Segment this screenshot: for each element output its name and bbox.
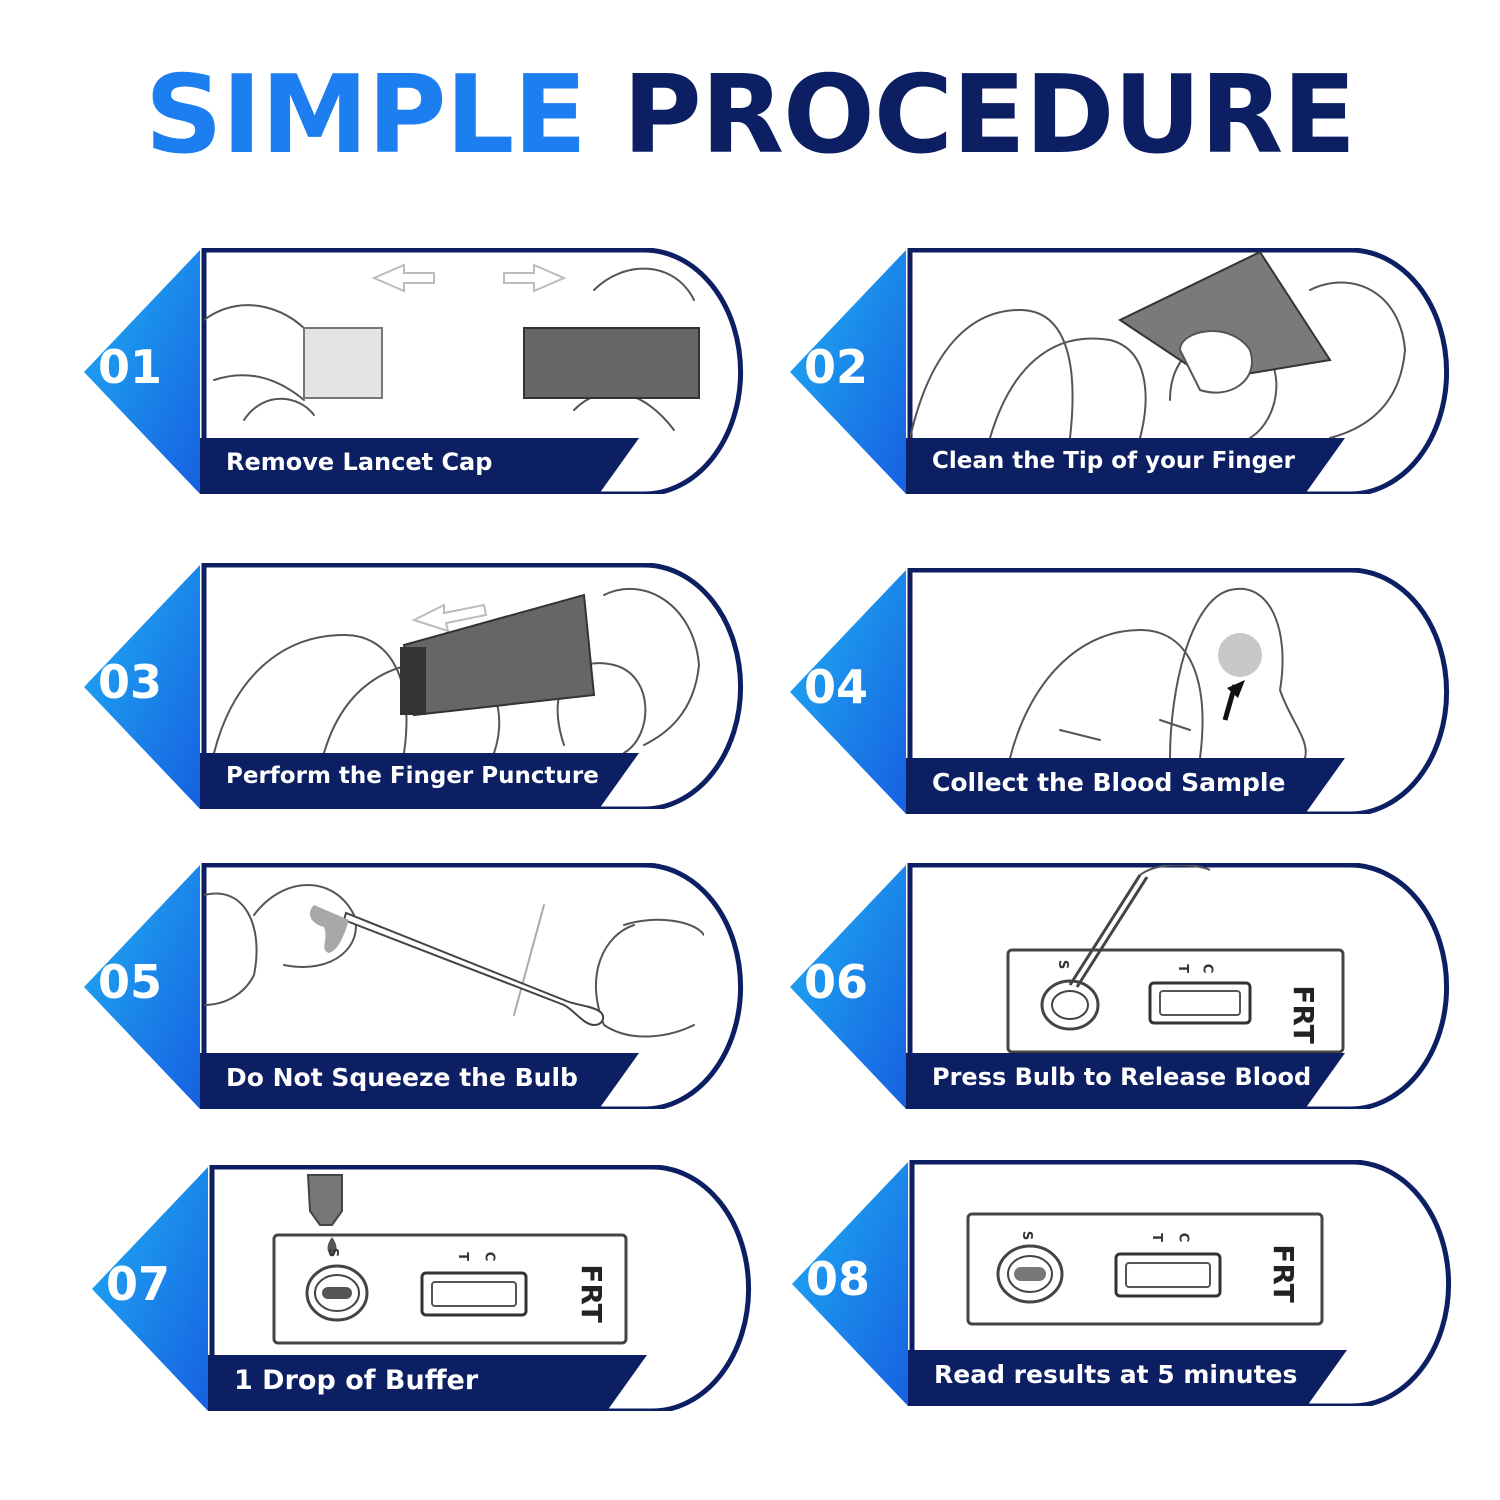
step-frame <box>84 863 744 1109</box>
step-number: 07 <box>105 1257 170 1311</box>
clean-finger-illustration <box>910 250 1407 438</box>
step-frame <box>84 248 744 494</box>
control-mark: C <box>1199 963 1215 974</box>
step-label: 1 Drop of Buffer <box>234 1365 479 1396</box>
step-label: Clean the Tip of your Finger <box>932 448 1295 474</box>
device-brand: FRT <box>1266 1244 1300 1303</box>
sample-mark: S <box>1055 959 1071 970</box>
step-card-02: 02 Clean the Tip of your Finger <box>790 248 1450 494</box>
step-frame <box>84 563 744 809</box>
blood-sample-illustration <box>1009 587 1307 758</box>
no-squeeze-bulb-illustration <box>204 884 704 1038</box>
step-number: 04 <box>803 660 868 714</box>
step-card-05: 05 Do Not Squeeze the Bulb <box>84 863 744 1109</box>
step-label: Perform the Finger Puncture <box>226 763 599 789</box>
step-label: Collect the Blood Sample <box>932 768 1286 797</box>
step-card-08: FRT S C T 08 Read results at 5 minutes <box>792 1160 1452 1406</box>
step-number: 06 <box>803 955 868 1009</box>
press-bulb-illustration <box>1006 865 1345 1053</box>
test-mark: T <box>454 1252 470 1261</box>
step-label: Press Bulb to Release Blood <box>932 1063 1312 1091</box>
step-frame <box>790 248 1450 494</box>
sample-mark: S <box>1019 1230 1035 1241</box>
title-word-procedure: PROCEDURE <box>622 53 1356 178</box>
step-card-01: 01 Remove Lancet Cap <box>84 248 744 494</box>
device-brand: FRT <box>574 1264 608 1323</box>
title-word-simple: SIMPLE <box>144 53 587 178</box>
step-label: Do Not Squeeze the Bulb <box>226 1063 578 1092</box>
buffer-drop-illustration <box>272 1174 628 1345</box>
step-number: 03 <box>97 655 162 709</box>
finger-puncture-illustration <box>213 587 701 753</box>
step-card-04: 04 Collect the Blood Sample <box>790 568 1450 814</box>
step-frame <box>790 863 1450 1109</box>
control-mark: C <box>481 1251 497 1262</box>
page-title: SIMPLE PROCEDURE <box>0 62 1500 170</box>
step-card-07: FRT S C T 07 1 Drop of Buffer <box>92 1165 752 1411</box>
step-label: Remove Lancet Cap <box>226 448 493 476</box>
step-card-06: FRT S C T 06 Press Bulb to Release Blood <box>790 863 1450 1109</box>
step-number: 02 <box>803 340 868 394</box>
step-number: 01 <box>97 340 162 394</box>
device-brand: FRT <box>1286 985 1320 1044</box>
step-frame <box>790 568 1450 814</box>
step-frame <box>92 1165 752 1411</box>
step-label: Read results at 5 minutes <box>934 1360 1298 1389</box>
read-results-illustration <box>966 1212 1324 1326</box>
step-number: 08 <box>805 1252 870 1306</box>
lancet-cap-illustration <box>204 263 700 431</box>
test-mark: T <box>1148 1233 1164 1242</box>
step-number: 05 <box>97 955 162 1009</box>
step-frame <box>792 1160 1452 1406</box>
step-card-03: 03 Perform the Finger Puncture <box>84 563 744 809</box>
test-mark: T <box>1174 964 1190 973</box>
control-mark: C <box>1175 1232 1191 1243</box>
sample-mark: S <box>325 1247 341 1258</box>
